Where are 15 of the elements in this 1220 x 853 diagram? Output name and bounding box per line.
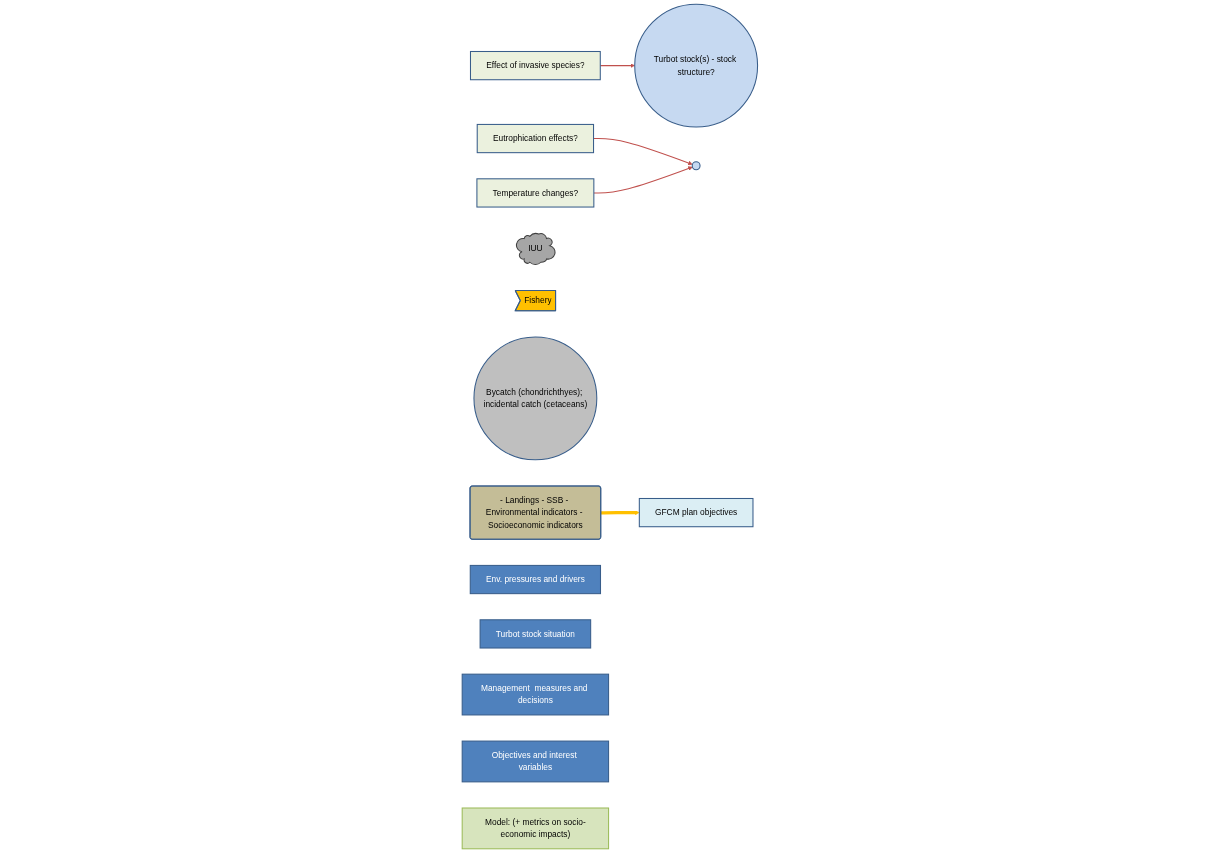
node-box: Env. pressures and drivers [469, 564, 602, 595]
node-box: Eutrophication effects? [476, 123, 595, 154]
node-box: GFCM plan objectives [638, 498, 754, 528]
node-ellipse [691, 161, 701, 171]
node-box: Objectives and interest variables [461, 740, 610, 783]
node-box: Temperature changes? [476, 178, 595, 208]
node-circle: Turbot stock(s) - stock structure? [634, 3, 759, 128]
arrow [593, 166, 693, 194]
arrow [593, 138, 693, 166]
arrow [601, 510, 640, 515]
node-box: Model: (+ metrics on socio-economic impacts) [461, 807, 610, 850]
node-box: Management measures and decisions [461, 673, 610, 716]
node-box: Turbot stock situation [479, 619, 592, 649]
node-circle: Bycatch (chondrichthyes); incidental catch (cetaceans) [473, 336, 598, 461]
node-box: Effect of invasive species? [470, 51, 601, 81]
